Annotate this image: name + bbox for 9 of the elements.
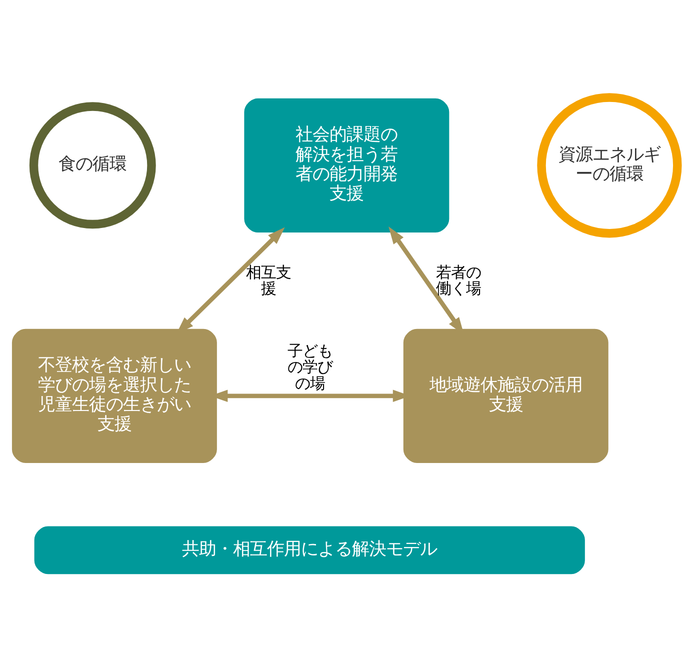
edge-label: 相互支援	[246, 263, 292, 298]
node-box: 共助・相互作用による解決モデル	[34, 526, 585, 574]
node-circle: 資源エネルギーの循環	[537, 93, 682, 238]
node-box: 社会的課題の解決を担う若者の能力開発支援	[244, 98, 450, 232]
node-box: 地域遊休施設の活用支援	[403, 328, 608, 463]
edge-label: 若者の働く場	[436, 263, 481, 298]
edge-label: 子どもの学びの場	[288, 342, 333, 393]
node-circle: 食の循環	[29, 102, 156, 229]
node-box: 不登校を含む新しい学びの場を選択した児童生徒の生きがい支援	[12, 328, 217, 463]
